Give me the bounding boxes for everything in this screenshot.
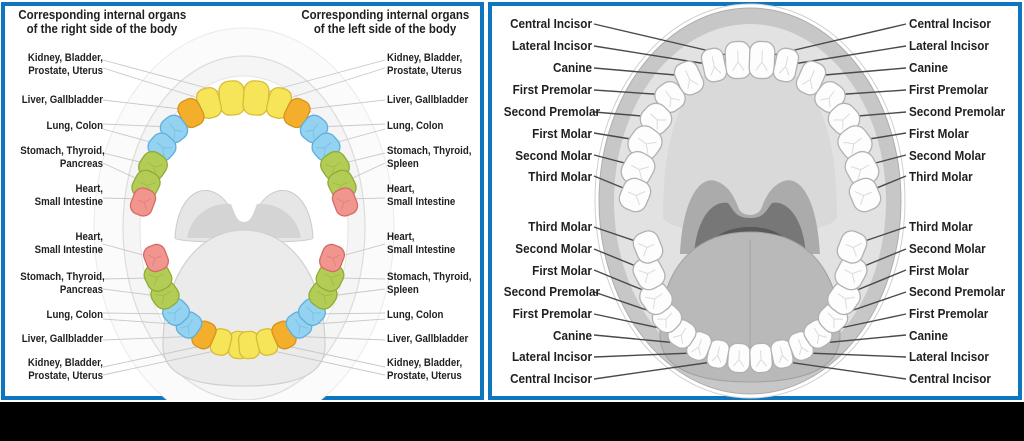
tooth-label: Second Molar bbox=[909, 241, 986, 256]
organ-label: Kidney, Bladder, Prostate, Uterus bbox=[27, 357, 103, 382]
organ-label: Liver, Gallbladder bbox=[21, 94, 103, 106]
tooth-label: Second Premolar bbox=[909, 104, 1006, 119]
organ-label: Kidney, Bladder, Prostate, Uterus bbox=[387, 357, 463, 382]
tooth-label: Canine bbox=[909, 328, 949, 343]
tooth-label: Central Incisor bbox=[510, 16, 592, 31]
tooth-label: First Premolar bbox=[909, 306, 989, 321]
organ-mouth-illustration bbox=[93, 27, 395, 400]
tooth-label: Lateral Incisor bbox=[909, 38, 989, 53]
tooth-label: First Premolar bbox=[512, 82, 592, 97]
tooth-label: Third Molar bbox=[528, 219, 592, 234]
tooth-label: Central Incisor bbox=[909, 16, 991, 31]
organ-label: Liver, Gallbladder bbox=[387, 94, 469, 106]
tooth-label: Canine bbox=[552, 60, 592, 75]
tooth-label: Canine bbox=[552, 328, 592, 343]
tooth-label: Central Incisor bbox=[510, 371, 592, 386]
organ-label: Kidney, Bladder, Prostate, Uterus bbox=[27, 52, 103, 77]
tooth-label: Third Molar bbox=[909, 169, 973, 184]
tooth-name-panel: Central Incisor Lateral Incisor Canine F… bbox=[488, 2, 1022, 400]
organ-label: Liver, Gallbladder bbox=[21, 333, 103, 345]
tooth-label: Second Premolar bbox=[909, 284, 1006, 299]
tooth-label: First Premolar bbox=[512, 306, 592, 321]
organ-label: Lung, Colon bbox=[46, 309, 103, 321]
tooth-label: Lateral Incisor bbox=[909, 349, 989, 364]
organ-label: Lung, Colon bbox=[387, 309, 444, 321]
tooth-label: Third Molar bbox=[909, 219, 973, 234]
organ-label: Heart, Small Intestine bbox=[34, 231, 103, 256]
left-side-organs-title: Corresponding internal organs of the lef… bbox=[301, 7, 470, 36]
organ-label: Stomach, Thyroid, Spleen bbox=[387, 271, 472, 296]
tooth-label: Second Premolar bbox=[503, 104, 601, 119]
tooth-label: Central Incisor bbox=[909, 371, 991, 386]
tooth-label: Second Premolar bbox=[503, 284, 601, 299]
tooth-label: First Premolar bbox=[909, 82, 989, 97]
right-side-organs-title: Corresponding internal organs of the rig… bbox=[18, 7, 187, 36]
tooth-label: Third Molar bbox=[528, 169, 592, 184]
organ-label: Stomach, Thyroid, Pancreas bbox=[20, 271, 105, 296]
tooth-label: Lateral Incisor bbox=[512, 349, 592, 364]
organ-label: Stomach, Thyroid, Spleen bbox=[387, 145, 472, 170]
organ-label: Stomach, Thyroid, Pancreas bbox=[20, 145, 105, 170]
tooth-label: First Molar bbox=[909, 126, 969, 141]
organ-label: Heart, Small Intestine bbox=[387, 231, 456, 256]
tooth-label: First Molar bbox=[532, 263, 592, 278]
tooth-label: Canine bbox=[909, 60, 949, 75]
tooth-label: Lateral Incisor bbox=[512, 38, 592, 53]
tooth-label: Second Molar bbox=[515, 241, 592, 256]
organ-label: Lung, Colon bbox=[387, 120, 444, 132]
organ-label: Heart, Small Intestine bbox=[387, 183, 456, 208]
tooth-label: First Molar bbox=[532, 126, 592, 141]
infographic-row: Corresponding internal organs of the rig… bbox=[0, 0, 1024, 402]
tooth-label: Second Molar bbox=[909, 148, 986, 163]
organ-map-panel: Corresponding internal organs of the rig… bbox=[1, 2, 484, 400]
tooth-label: Second Molar bbox=[515, 148, 592, 163]
organ-label: Heart, Small Intestine bbox=[34, 183, 103, 208]
organ-label: Liver, Gallbladder bbox=[387, 333, 469, 345]
tooth-anatomy-illustration bbox=[593, 3, 907, 399]
organ-label: Lung, Colon bbox=[46, 120, 103, 132]
tooth-label: First Molar bbox=[909, 263, 969, 278]
organ-label: Kidney, Bladder, Prostate, Uterus bbox=[387, 52, 463, 77]
